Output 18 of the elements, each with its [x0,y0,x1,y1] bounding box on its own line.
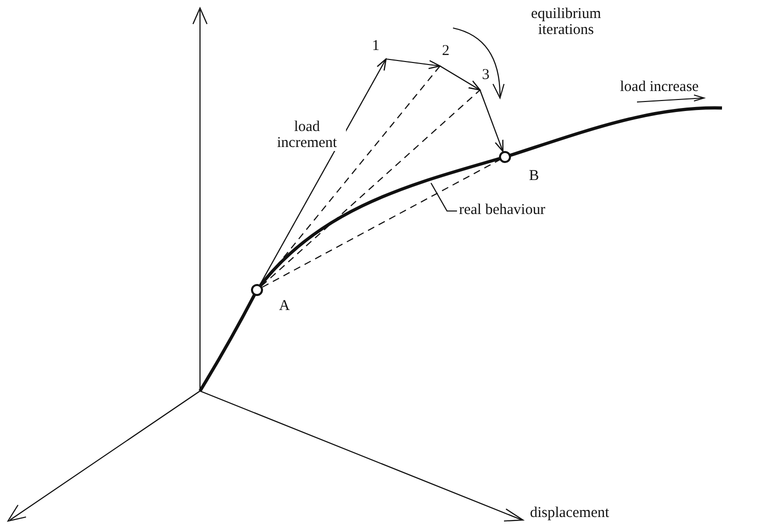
leader-line [430,182,457,212]
arrow [259,58,387,286]
annotation-label: load increase [620,79,700,95]
step-number: 3 [482,67,490,83]
point-marker [499,151,511,163]
arrow [479,90,504,152]
dashed-line [262,159,500,288]
step-number: 1 [372,38,380,54]
point-marker [251,284,263,296]
arrow [440,66,481,91]
step-number: 2 [442,43,450,59]
arrow [386,58,441,70]
dashed-line [261,90,480,286]
curve-label: real behaviour [459,202,546,218]
annotation-label: equilibrium iterations [530,6,602,38]
axis-label: displacement [530,505,610,521]
point-label: B [529,168,540,184]
point-label: A [279,298,290,314]
